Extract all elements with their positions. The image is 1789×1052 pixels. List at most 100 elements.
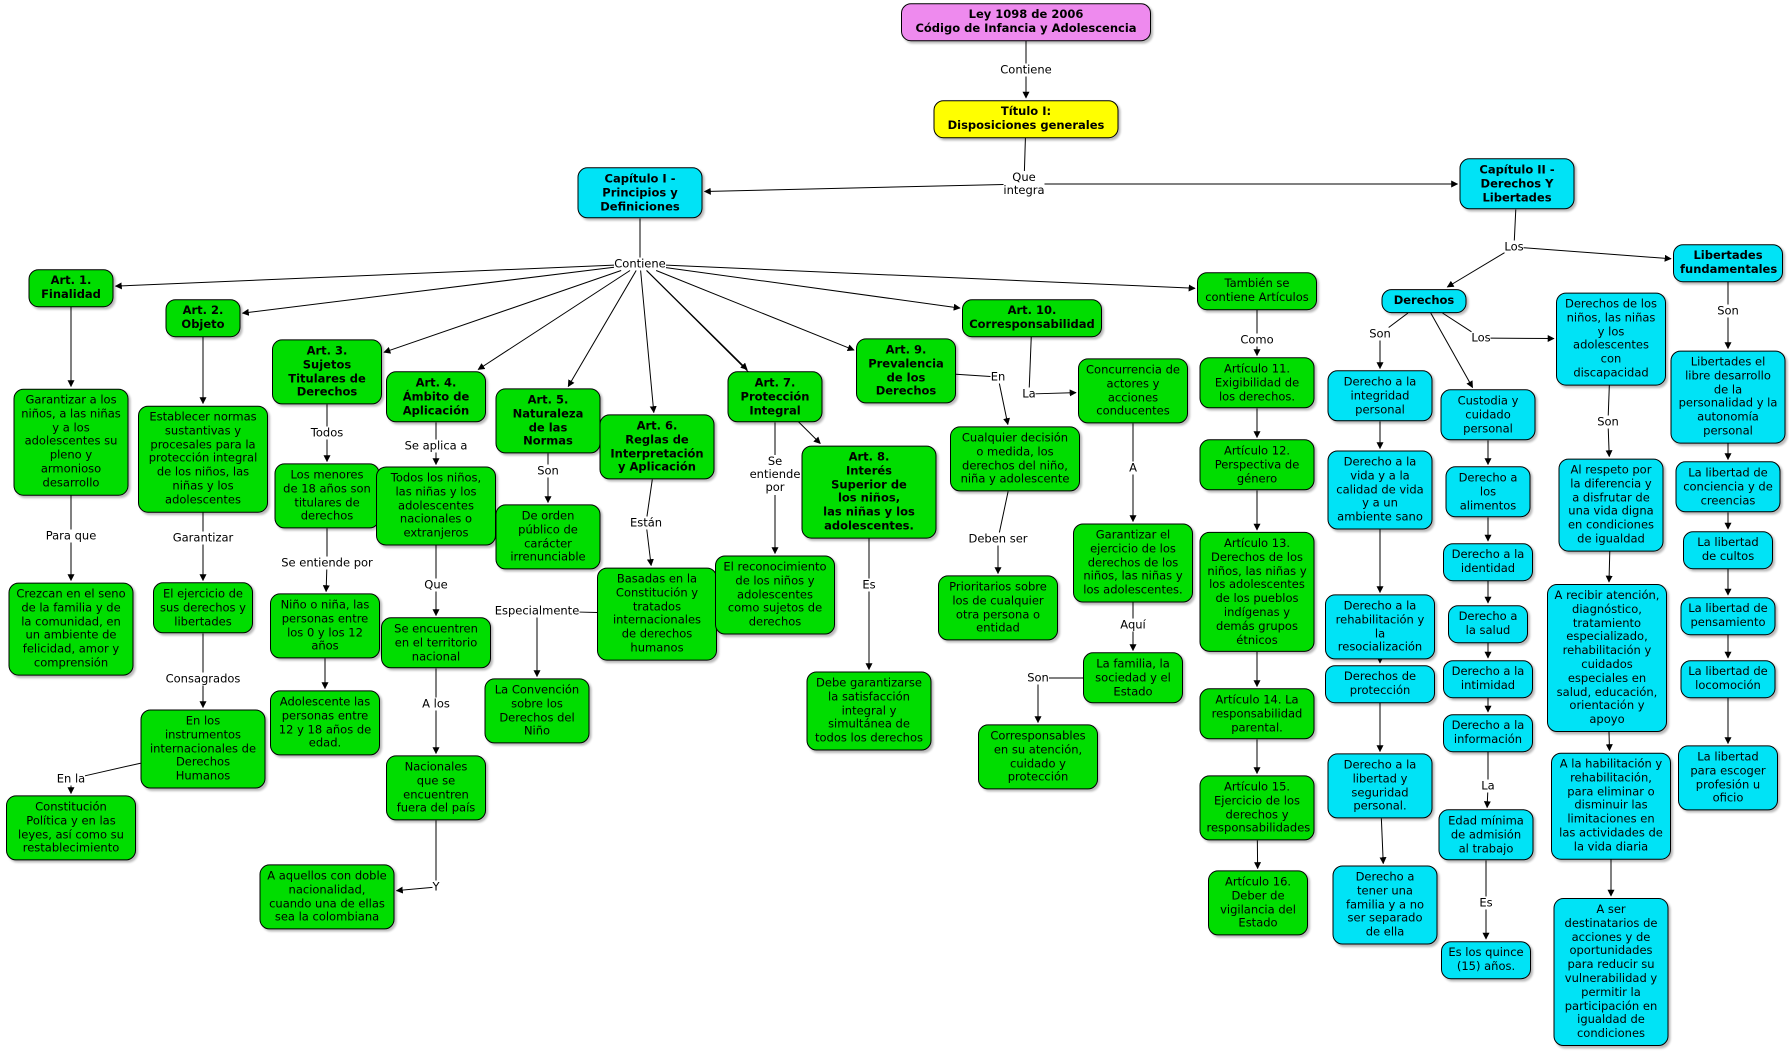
- concept-node-a-habilitacion[interactable]: A la habilitación y rehabilitación, para…: [1551, 752, 1671, 860]
- concept-node-menores18[interactable]: Los menores de 18 años son titulares de …: [274, 463, 380, 529]
- concept-node-d-proteccion[interactable]: Derechos de protección: [1325, 665, 1435, 703]
- connection-line: [322, 569, 330, 593]
- concept-node-a-ser[interactable]: A ser destinatarios de acciones y de opo…: [1553, 898, 1669, 1046]
- concept-node-art1[interactable]: Art. 1. Finalidad: [28, 269, 114, 307]
- concept-node-d-alimentos[interactable]: Derecho a los alimentos: [1445, 466, 1531, 518]
- concept-node-al-respeto[interactable]: Al respeto por la diferencia y a disfrut…: [1558, 458, 1664, 552]
- connection-line: [1605, 428, 1613, 458]
- link-label-lbl-que-integra: Que integra: [1003, 169, 1045, 197]
- concept-node-orden-publico[interactable]: De orden público de carácter irrenunciab…: [495, 504, 601, 570]
- concept-node-nacionales-fuera[interactable]: Nacionales que se encuentren fuera del p…: [386, 755, 486, 821]
- concept-node-art14[interactable]: Artículo 14. La responsabilidad parental…: [1199, 688, 1315, 740]
- link-label-lbl-que-4: Que: [424, 577, 448, 592]
- concept-node-lib-desarrollo[interactable]: Libertades el libre desarrollo de la per…: [1670, 350, 1786, 444]
- concept-node-d-salud[interactable]: Derecho a la salud: [1448, 605, 1528, 643]
- concept-node-se-encuentren[interactable]: Se encuentren en el territorio nacional: [381, 617, 491, 669]
- concept-node-l-pensamiento[interactable]: La libertad de pensamiento: [1680, 597, 1776, 635]
- connection-line: [1607, 385, 1610, 416]
- concept-node-l-profesion[interactable]: La libertad para escoger profesión u ofi…: [1678, 745, 1778, 811]
- concept-node-d-rehab[interactable]: Derecho a la rehabilitación y la resocia…: [1325, 594, 1435, 660]
- concept-node-tambien[interactable]: También se contiene Artículos: [1197, 272, 1317, 310]
- concept-node-todos-ninos[interactable]: Todos los niños, las niñas y los adolesc…: [376, 466, 496, 546]
- concept-node-cualquier-decision[interactable]: Cualquier decisión o medida, los derecho…: [950, 426, 1080, 492]
- concept-node-constitucion[interactable]: Constitución Política y en las leyes, as…: [6, 795, 136, 861]
- concept-node-familia-sociedad[interactable]: La familia, la sociedad y el Estado: [1083, 652, 1183, 704]
- concept-node-art15[interactable]: Artículo 15. Ejercicio de los derechos y…: [1199, 775, 1315, 841]
- link-label-lbl-son-10: Son: [1027, 670, 1049, 685]
- concept-node-d-discapacidad[interactable]: Derechos de los niños, las niñas y los a…: [1556, 292, 1666, 386]
- concept-node-reconocimiento[interactable]: El reconocimiento de los niños y adolesc…: [715, 555, 835, 635]
- concept-node-d-intimidad[interactable]: Derecho a la intimidad: [1443, 660, 1533, 698]
- link-label-lbl-estan: Están: [629, 515, 663, 530]
- link-label-lbl-garantizar: Garantizar: [172, 530, 234, 545]
- concept-node-ley[interactable]: Ley 1098 de 2006 Código de Infancia y Ad…: [901, 3, 1151, 41]
- connection-line: [1028, 336, 1032, 388]
- concept-node-cap1[interactable]: Capítulo I - Principios y Definiciones: [577, 167, 703, 219]
- concept-node-libertades-fund[interactable]: Libertades fundamentales: [1673, 244, 1783, 282]
- concept-node-art12[interactable]: Artículo 12. Perspectiva de género: [1199, 439, 1315, 491]
- concept-node-garantizar-ninos[interactable]: Garantizar a los niños, a las niñas y a …: [13, 388, 129, 496]
- connection-line: [383, 270, 622, 354]
- concept-node-debe-garantizarse[interactable]: Debe garantizarse la satisfacción integr…: [806, 671, 932, 751]
- concept-node-cap2[interactable]: Capítulo II - Derechos Y Libertades: [1459, 158, 1575, 210]
- concept-node-prioritarios[interactable]: Prioritarios sobre los de cualquier otra…: [938, 575, 1058, 641]
- concept-node-ejercicio[interactable]: El ejercicio de sus derechos y libertade…: [153, 582, 253, 634]
- concept-node-establecer[interactable]: Establecer normas sustantivas y procesal…: [138, 405, 268, 513]
- concept-node-edad-minima[interactable]: Edad mínima de admisión al trabajo: [1438, 809, 1534, 861]
- concept-node-art4[interactable]: Art. 4. Ámbito de Aplicación: [386, 371, 486, 423]
- concept-node-d-identidad[interactable]: Derecho a la identidad: [1443, 543, 1533, 581]
- connection-line: [703, 183, 1004, 195]
- connection-line: [1523, 247, 1672, 262]
- link-label-lbl-como: Como: [1240, 332, 1274, 347]
- connection-line: [955, 373, 991, 378]
- link-label-lbl-la-info: La: [1481, 778, 1495, 793]
- concept-node-art9[interactable]: Art. 9. Prevalencia de los Derechos: [856, 338, 956, 404]
- link-label-lbl-son-der: Son: [1369, 326, 1391, 341]
- concept-node-basadas[interactable]: Basadas en la Constitución y tratados in…: [597, 567, 717, 661]
- concept-node-art10[interactable]: Art. 10. Corresponsabilidad: [962, 299, 1102, 337]
- concept-node-art2[interactable]: Art. 2. Objeto: [165, 299, 241, 337]
- connection-line: [646, 529, 654, 567]
- link-label-lbl-consagrados: Consagrados: [165, 671, 241, 686]
- concept-node-l-locomocion[interactable]: La libertad de locomoción: [1680, 660, 1776, 698]
- concept-node-custodia[interactable]: Custodia y cuidado personal: [1440, 389, 1536, 441]
- connection-line: [114, 264, 615, 290]
- concept-node-d-vida[interactable]: Derecho a la vida y a la calidad de vida…: [1327, 450, 1433, 530]
- concept-node-crezcan[interactable]: Crezcan en el seno de la familia y de la…: [8, 582, 134, 676]
- connection-line: [395, 886, 433, 894]
- concept-node-l-conciencia[interactable]: La libertad de conciencia y de creencias: [1675, 461, 1781, 513]
- concept-node-d-familia[interactable]: Derecho a tener una familia y a no ser s…: [1332, 865, 1438, 945]
- concept-node-quince[interactable]: Es los quince (15) años.: [1441, 941, 1531, 979]
- concept-node-d-libertad[interactable]: Derecho a la libertad y seguridad person…: [1327, 753, 1433, 819]
- concept-node-corresponsables[interactable]: Corresponsables en su atención, cuidado …: [978, 724, 1098, 790]
- concept-node-instrumentos[interactable]: En los instrumentos internacionales de D…: [140, 709, 266, 789]
- concept-node-art11[interactable]: Artículo 11. Exigibilidad de los derecho…: [1199, 357, 1315, 409]
- concept-node-convencion[interactable]: La Convención sobre los Derechos del Niñ…: [484, 678, 590, 744]
- concept-node-art8[interactable]: Art. 8. Interés Superior de los niños, l…: [801, 445, 937, 539]
- link-label-lbl-se-aplica: Se aplica a: [404, 438, 468, 453]
- concept-node-a-recibir[interactable]: A recibir atención, diagnóstico, tratami…: [1547, 584, 1667, 732]
- concept-node-d-informacion[interactable]: Derecho a la información: [1443, 714, 1533, 752]
- concept-node-art7[interactable]: Art. 7. Protección Integral: [727, 371, 823, 423]
- concept-node-l-cultos[interactable]: La libertad de cultos: [1683, 531, 1773, 569]
- concept-node-doble-nacionalidad[interactable]: A aquellos con doble nacionalidad, cuand…: [259, 864, 395, 930]
- concept-node-art16[interactable]: Artículo 16. Deber de vigilancia del Est…: [1208, 870, 1308, 936]
- concept-node-art6[interactable]: Art. 6. Reglas de Interpretación y Aplic…: [599, 414, 715, 480]
- connection-line: [1023, 137, 1026, 172]
- concept-node-art5[interactable]: Art. 5. Naturaleza de las Normas: [495, 388, 601, 454]
- link-label-lbl-a-10: A: [1129, 460, 1137, 475]
- link-label-lbl-es-edad: Es: [1479, 895, 1493, 910]
- concept-node-derechos[interactable]: Derechos: [1381, 289, 1467, 313]
- connection-line: [1446, 252, 1505, 288]
- concept-node-concurrencia[interactable]: Concurrencia de actores y acciones condu…: [1078, 358, 1188, 424]
- link-label-lbl-los-cap2: Los: [1504, 239, 1524, 254]
- concept-node-titulo[interactable]: Título I: Disposiciones generales: [933, 100, 1119, 138]
- concept-node-art13[interactable]: Artículo 13. Derechos de los niños, las …: [1199, 531, 1315, 653]
- concept-node-nino-nina[interactable]: Niño o niña, las personas entre los 0 y …: [270, 593, 380, 659]
- concept-node-garantizar-ejercicio[interactable]: Garantizar el ejercicio de los derechos …: [1073, 523, 1193, 603]
- link-label-lbl-la-10: La: [1022, 386, 1036, 401]
- concept-node-d-integridad[interactable]: Derecho a la integridad personal: [1327, 370, 1433, 422]
- link-label-lbl-para-que: Para que: [45, 528, 97, 543]
- concept-node-art3[interactable]: Art. 3. Sujetos Titulares de Derechos: [272, 339, 382, 405]
- concept-node-adolescente[interactable]: Adolescente las personas entre 12 y 18 a…: [270, 690, 380, 756]
